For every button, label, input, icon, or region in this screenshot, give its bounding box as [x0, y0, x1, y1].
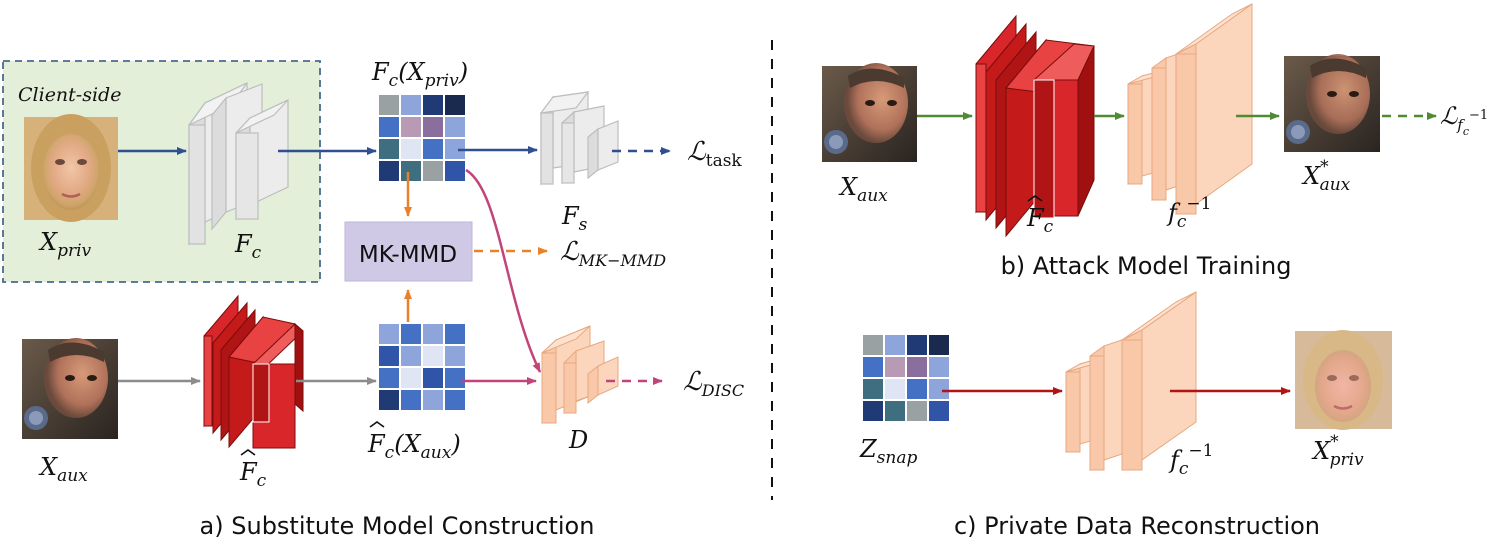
- client-model-fc: [188, 82, 289, 246]
- server-model-fs: [539, 91, 619, 186]
- mkmmd-box: [344, 221, 473, 282]
- loss-mkmmd-label: ℒMK−MMD: [560, 237, 666, 270]
- x-priv-label: Xpriv: [38, 228, 92, 261]
- d-label: D: [568, 426, 588, 454]
- fc-inverse-label-b: fc−1: [1166, 194, 1211, 232]
- fhat-label-a: Fc: [239, 458, 267, 491]
- z-snap-label: Zsnap: [859, 435, 917, 468]
- mkmmd-box-label: MK-MMD: [359, 242, 457, 268]
- fs-label: Fs: [561, 202, 588, 235]
- x-aux-label-a: Xaux: [38, 453, 88, 486]
- fhat-hat-xaux: [369, 421, 385, 428]
- caption-b: b) Attack Model Training: [1001, 252, 1292, 280]
- loss-task-label: ℒtask: [687, 137, 742, 171]
- fc-inverse-label-c: fc−1: [1168, 441, 1213, 479]
- feature-grid-aux: [377, 322, 467, 412]
- x-priv-star-label: X*priv: [1311, 432, 1364, 470]
- client-side-label: Client-side: [18, 84, 121, 106]
- reconstructed-private-image: [1295, 330, 1392, 430]
- aux-face-image-b: [822, 63, 917, 162]
- discriminator-d: [541, 325, 619, 425]
- substitute-model-fhat-b: [975, 14, 1095, 238]
- x-aux-star-label: X*aux: [1301, 157, 1351, 195]
- fhat-label-b: Fc: [1026, 204, 1054, 237]
- fc-label: Fc: [234, 230, 262, 263]
- reconstructed-aux-image: [1284, 54, 1380, 152]
- fhat-xaux-label: Fc(Xaux): [367, 430, 461, 463]
- loss-disc-label: ℒDISC: [683, 367, 744, 400]
- fhat-hat-b: [1027, 195, 1043, 202]
- snapshot-feature-grid: [861, 333, 951, 423]
- inverse-model-b: [1127, 3, 1253, 215]
- inverse-model-c: [1065, 291, 1197, 471]
- aux-face-image-a: [22, 338, 118, 439]
- feature-grid-private: [377, 93, 467, 183]
- substitute-model-fhat-a: [203, 294, 304, 449]
- fhat-hat-a: [240, 449, 256, 456]
- fc-xpriv-label: Fc(Xpriv): [371, 58, 468, 91]
- loss-inverse-label: ℒfc−1: [1440, 102, 1488, 138]
- caption-c: c) Private Data Reconstruction: [954, 512, 1320, 540]
- x-aux-label-b: Xaux: [838, 173, 888, 206]
- arrow-features-to-discriminator: [465, 168, 542, 373]
- private-face-image: [24, 114, 118, 222]
- caption-a: a) Substitute Model Construction: [200, 512, 595, 540]
